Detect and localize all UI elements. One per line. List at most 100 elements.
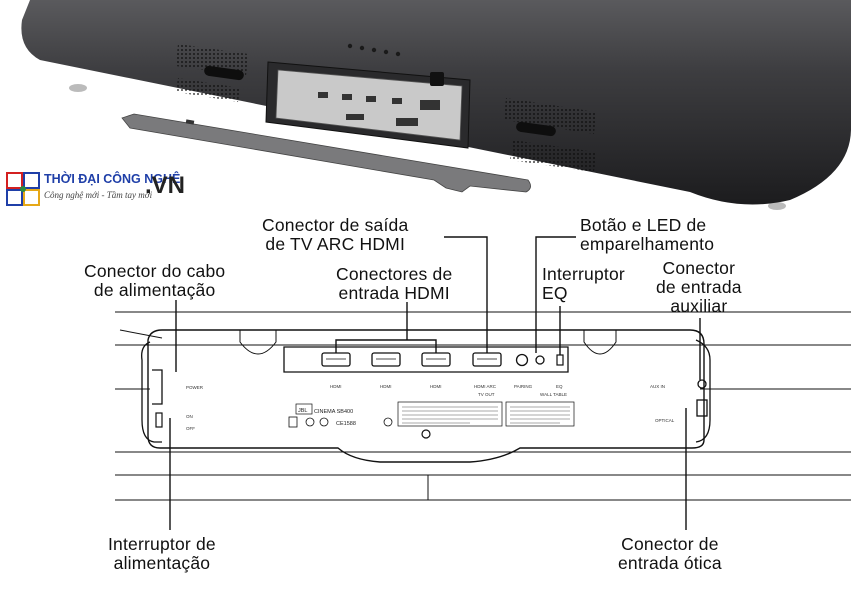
rear-plate-ports <box>318 92 440 126</box>
ce-code-label: CE1588 <box>336 421 356 427</box>
callout-line: Conector de saída <box>262 215 409 235</box>
brand-label: JBL <box>298 408 307 414</box>
eq-switch <box>556 354 564 366</box>
callout-optical-input: Conector de entrada ótica <box>618 535 722 573</box>
hdmi1-label: HDMI <box>330 384 342 389</box>
callout-line: de alimentação <box>93 280 216 300</box>
speaker-grill <box>504 98 596 134</box>
hdmi-port-3 <box>421 352 451 367</box>
soundbar-photo <box>21 0 851 210</box>
caution-label <box>505 401 575 427</box>
callout-eq-switch: Interruptor EQ <box>542 265 625 303</box>
mount-hump <box>583 330 617 355</box>
vent-slot <box>204 65 244 81</box>
hdmi2-label: HDMI <box>380 384 392 389</box>
callout-line: entrada HDMI <box>338 283 450 303</box>
callout-line: EQ <box>542 283 568 303</box>
speaker-grill <box>176 78 240 102</box>
callout-pairing: Botão e LED de emparelhamento <box>580 216 714 254</box>
hdmi-arc-port <box>472 352 502 367</box>
callout-line: de TV ARC HDMI <box>265 234 406 254</box>
top-button <box>359 45 365 51</box>
panel-plate <box>147 329 705 463</box>
power-label: POWER <box>186 385 204 390</box>
wall-bracket <box>121 113 531 193</box>
warning-label <box>397 401 503 427</box>
callout-line: Conector do cabo <box>84 261 226 281</box>
left-end-cap <box>141 341 162 443</box>
rear-port <box>366 96 376 102</box>
hdmi3-label: HDMI <box>430 384 442 389</box>
site-logo: THỜI ĐẠI CÔNG NGHỆ Công nghệ mới - Tầm t… <box>6 170 185 210</box>
top-button <box>371 47 377 53</box>
optical-port <box>696 399 708 417</box>
callout-line: Conectores de <box>336 264 453 284</box>
leader-tv-arc <box>444 236 488 353</box>
warning-text-lines <box>402 406 570 424</box>
rear-port <box>420 100 440 110</box>
power-switch <box>155 412 163 428</box>
soundbar-foot-right <box>768 202 786 210</box>
logo-brand-suffix: .VN <box>145 172 186 199</box>
off-label: OFF <box>186 426 195 431</box>
callout-line: de entrada <box>656 277 742 297</box>
compliance-mark <box>305 417 315 427</box>
tv-out-label: TV OUT <box>478 392 495 397</box>
vent-slot <box>516 121 556 137</box>
top-button <box>395 51 401 57</box>
rear-port <box>392 98 402 104</box>
rear-port <box>318 92 328 98</box>
recycle-mark <box>288 416 298 428</box>
center-screw <box>421 429 431 439</box>
logo-grid-icon <box>6 172 40 206</box>
pairing-button <box>515 353 529 367</box>
callout-line: Botão e LED de <box>580 215 707 235</box>
bracket-slot <box>185 119 195 125</box>
pairing-label: PAIRING <box>514 384 533 389</box>
callout-tv-arc-hdmi: Conector de saída de TV ARC HDMI <box>262 216 408 254</box>
panel-text: POWER ON OFF HDMI HDMI HDMI HDMI ARC TV … <box>186 384 675 431</box>
top-button <box>383 49 389 55</box>
callout-power-cable: Conector do cabo de alimentação <box>84 262 225 300</box>
rear-port <box>396 118 418 126</box>
on-label: ON <box>186 414 193 419</box>
aux-jack <box>697 379 707 389</box>
hdmi-arc-label: HDMI ARC <box>474 384 497 389</box>
rear-port <box>342 94 352 100</box>
speaker-grill <box>176 44 248 76</box>
leader-hdmi-bracket <box>335 339 437 353</box>
rear-port <box>346 114 364 120</box>
speaker-grill <box>510 140 596 172</box>
callout-line: auxiliar <box>670 296 728 316</box>
optical-label: OPTICAL <box>655 418 675 423</box>
top-buttons <box>347 43 401 57</box>
callout-line: Interruptor de <box>108 534 216 554</box>
logo-brand-name: THỜI ĐẠI CÔNG NGHỆ <box>44 172 181 186</box>
callout-power-switch: Interruptor de alimentação <box>108 535 216 573</box>
soundbar-foot-left <box>69 84 87 92</box>
right-end-cap <box>695 339 711 443</box>
rear-mount-slot <box>430 72 444 86</box>
leader-pairing <box>535 236 576 353</box>
mount-hump <box>239 330 277 355</box>
bar-outline-line <box>119 329 163 339</box>
brand-box <box>295 403 313 415</box>
callout-line: alimentação <box>113 553 211 573</box>
model-label: CINEMA SB400 <box>314 409 353 415</box>
callout-line: Conector de <box>621 534 719 554</box>
leader-lines <box>169 236 701 530</box>
eq-label: EQ <box>556 384 563 389</box>
logo-tagline: Công nghệ mới - Tầm tay mới <box>44 190 153 200</box>
aux-in-label: AUX IN <box>650 384 665 389</box>
callout-line: entrada ótica <box>618 553 722 573</box>
callout-line: emparelhamento <box>580 234 715 254</box>
compliance-mark <box>319 417 329 427</box>
wall-table-label: WALL TABLE <box>540 392 567 397</box>
top-button <box>347 43 353 49</box>
callout-line: Interruptor <box>542 264 625 284</box>
power-connector <box>152 369 163 405</box>
pairing-led <box>535 355 545 365</box>
panel-drawing <box>115 311 851 501</box>
callout-line: Conector <box>662 258 736 278</box>
